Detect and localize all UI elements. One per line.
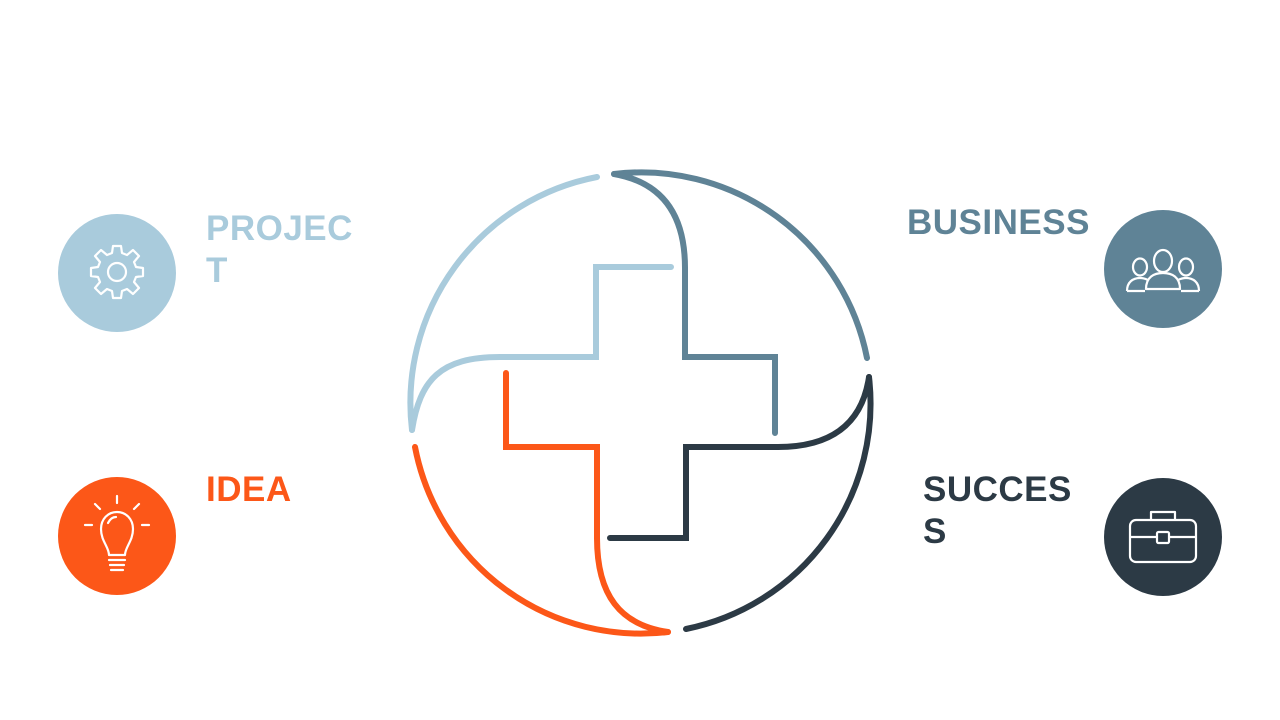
project-icon-circle [58,214,176,332]
success-icon-circle [1104,478,1222,596]
success-cross-arm [607,444,781,541]
idea-cross-arm [503,370,600,541]
success-inner-curve [775,374,872,450]
business-icon-circle [1104,210,1222,328]
idea-quadrant [412,370,671,637]
success-label: SUCCES S [923,469,1072,553]
business-inner-curve [611,171,688,271]
idea-label-text: IDEA [206,470,292,509]
project-outer-arc [407,174,600,433]
project-inner-curve [409,354,503,433]
business-label: BUSINESS [907,202,1090,244]
project-label: PROJEC T [206,208,353,292]
project-label-line1: PROJEC [206,209,353,248]
success-label-line1: SUCCES [923,470,1072,509]
success-quadrant [607,374,874,632]
business-cross-arm [682,265,778,436]
lightbulb-icon [83,494,151,572]
idea-icon-circle [58,477,176,595]
business-label-text: BUSINESS [907,203,1090,242]
project-cross-arm [497,264,674,360]
gear-icon [89,244,145,300]
project-quadrant [407,174,674,433]
success-label-line2: S [923,512,947,551]
briefcase-icon [1128,510,1198,564]
business-quadrant [611,169,870,436]
users-icon [1125,248,1201,293]
idea-outer-arc [412,444,671,637]
idea-inner-curve [594,535,671,635]
idea-label: IDEA [206,469,292,511]
business-outer-arc [611,169,870,361]
success-outer-arc [683,374,874,632]
project-label-line2: T [206,251,228,290]
